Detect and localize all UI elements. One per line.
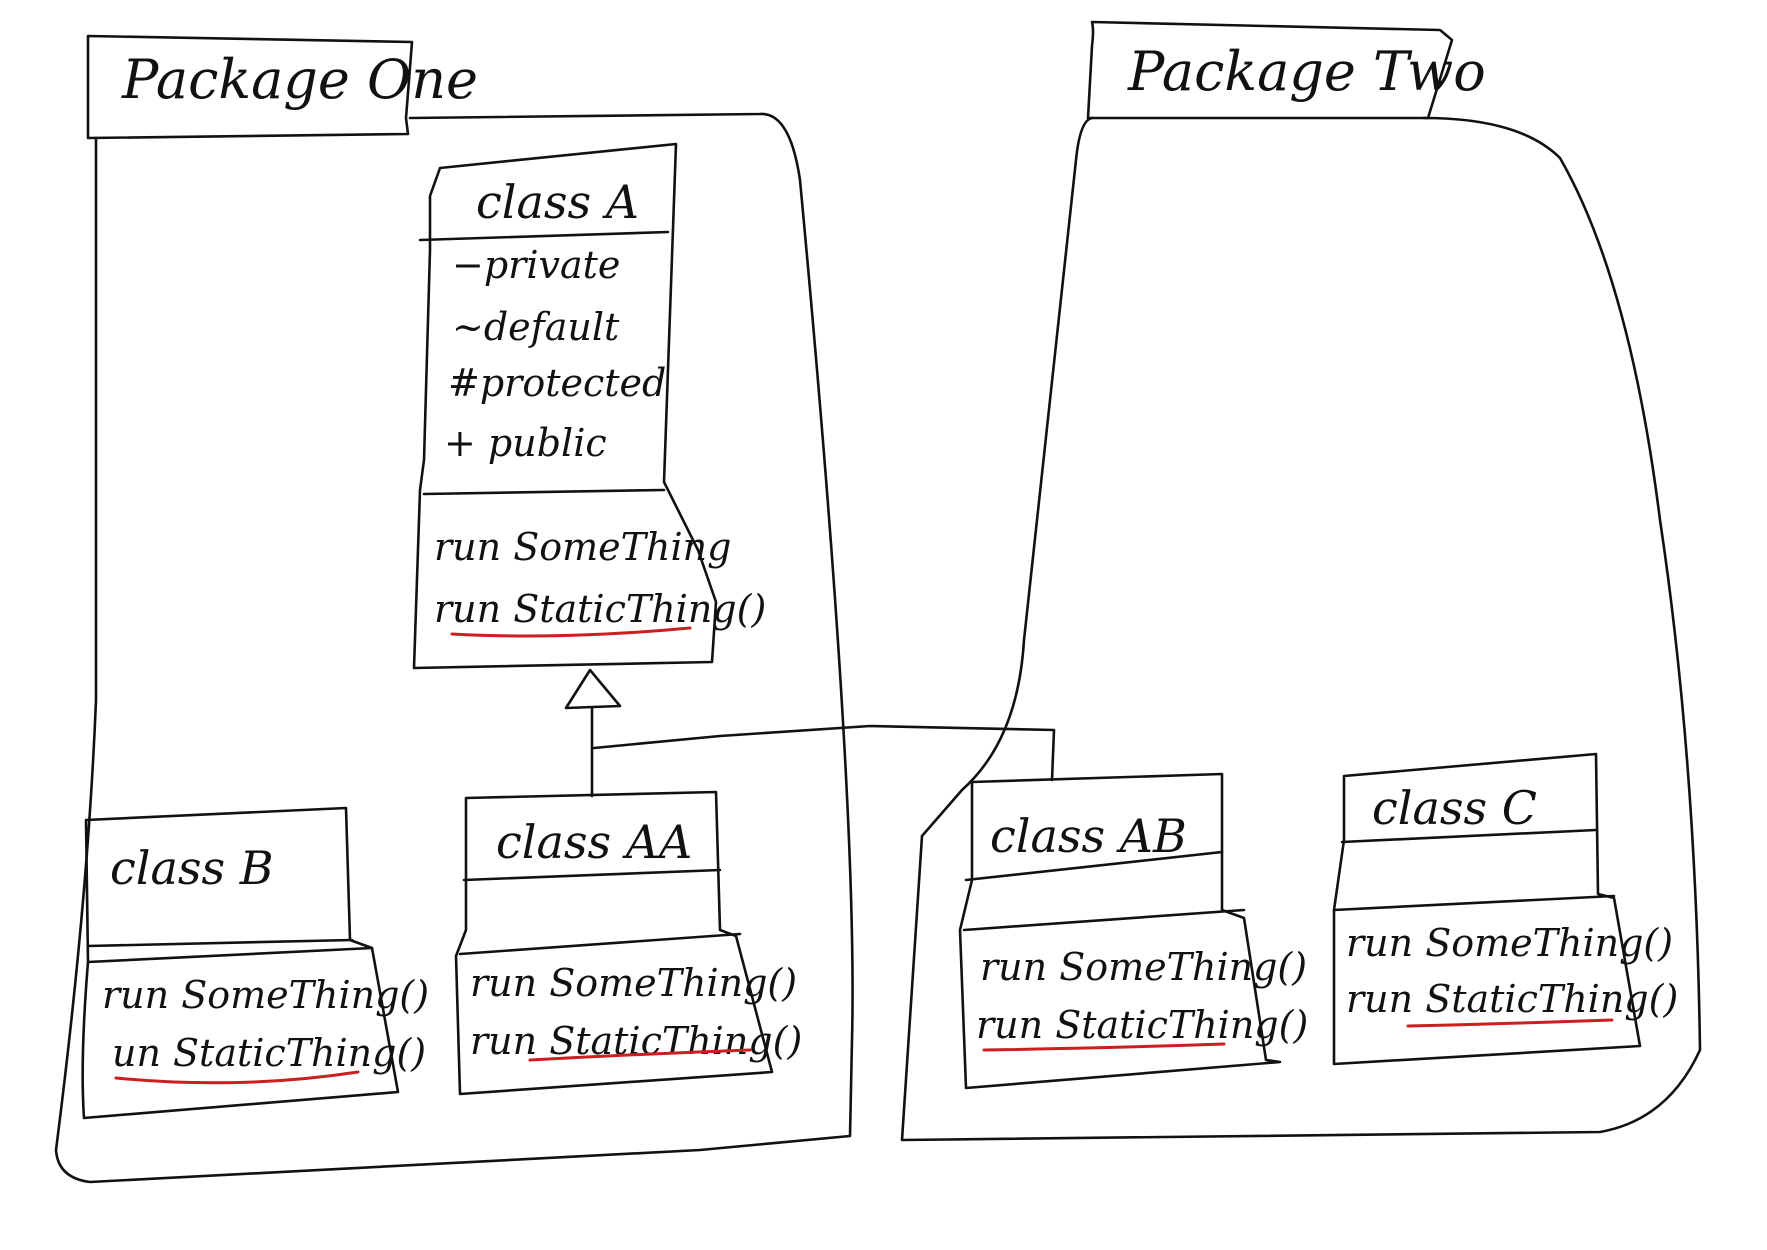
class-b-method-staticthing: un StaticThing()	[112, 1031, 426, 1075]
class-b: class B run SomeThing() un StaticThing()	[81, 806, 429, 1120]
class-ab-box	[958, 772, 1282, 1090]
class-b-static-underline	[114, 1070, 360, 1085]
class-c-method-runsomething: run SomeThing()	[1346, 921, 1673, 965]
class-a-name: class A	[476, 175, 639, 229]
class-a-divider-name	[418, 230, 670, 242]
inheritance-arrows	[564, 668, 1056, 798]
class-a-attr-default: ~default	[452, 305, 620, 349]
class-aa-divider-name	[462, 868, 722, 882]
package-one: Package One	[54, 34, 854, 1184]
class-c-box	[1332, 752, 1642, 1066]
class-a: class A −private ~default #protected + p…	[412, 142, 766, 670]
package-two-body	[900, 116, 1702, 1142]
package-two: Package Two	[900, 20, 1702, 1142]
class-b-divider-name	[86, 938, 354, 948]
package-two-title: Package Two	[1127, 40, 1486, 103]
class-ab-static-underline	[982, 1042, 1226, 1052]
class-a-divider-attrs	[422, 488, 666, 496]
package-one-tab	[86, 34, 414, 140]
package-two-tab	[1086, 20, 1454, 120]
class-c-divider-name	[1340, 828, 1598, 844]
class-aa: class AA run SomeThing() run StaticThing…	[454, 790, 802, 1096]
class-a-attr-public: + public	[444, 421, 607, 465]
class-aa-name: class AA	[496, 815, 692, 869]
class-a-attr-protected: #protected	[448, 361, 666, 405]
class-aa-method-runstaticthing: run StaticThing()	[470, 1019, 802, 1063]
class-c-name: class C	[1372, 781, 1537, 835]
class-ab: class AB run SomeThing() run StaticThing…	[958, 772, 1308, 1090]
package-one-body	[54, 112, 854, 1184]
class-a-method-runstaticthing: run StaticThing()	[434, 587, 766, 631]
class-a-static-underline	[450, 626, 692, 638]
class-a-method-runsomething: run SomeThing	[434, 525, 731, 569]
package-one-title: Package One	[121, 48, 478, 111]
class-a-attr-private: −private	[452, 243, 620, 287]
class-c-method-runstaticthing: run StaticThing()	[1346, 977, 1678, 1021]
inheritance-line-ab-to-a	[592, 724, 1056, 782]
class-c-static-underline	[1406, 1018, 1614, 1028]
class-b-box	[81, 806, 400, 1120]
class-aa-divider-attrs	[458, 932, 742, 956]
class-b-name: class B	[110, 841, 274, 895]
class-b-divider-attrs	[86, 946, 374, 964]
class-c-divider-attrs	[1332, 894, 1616, 912]
class-ab-method-runsomething: run SomeThing()	[980, 945, 1307, 989]
class-a-box	[412, 142, 718, 670]
class-aa-method-runsomething: run SomeThing()	[470, 961, 797, 1005]
class-aa-box	[454, 790, 774, 1096]
class-aa-static-underline	[528, 1048, 752, 1062]
class-ab-name: class AB	[990, 809, 1187, 863]
inheritance-arrowhead	[564, 668, 622, 710]
class-ab-method-runstaticthing: run StaticThing()	[976, 1003, 1308, 1047]
class-c: class C run SomeThing() run StaticThing(…	[1332, 752, 1678, 1066]
class-ab-divider-attrs	[962, 908, 1246, 932]
class-b-method-runsomething: run SomeThing()	[102, 973, 429, 1017]
class-ab-divider-name	[964, 850, 1224, 882]
